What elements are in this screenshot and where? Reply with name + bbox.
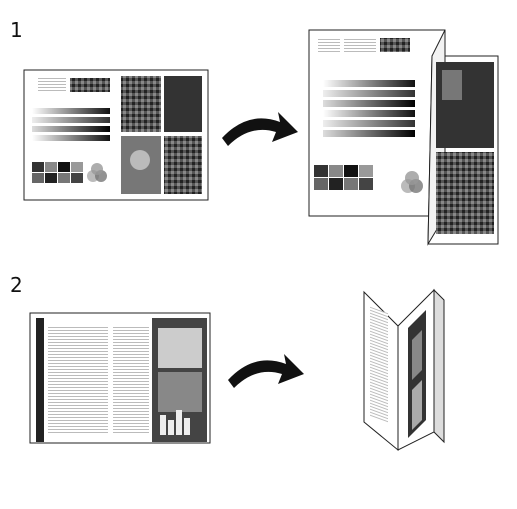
grayscale-gradient-bars	[32, 108, 110, 141]
step-number-2: 2	[10, 273, 23, 297]
portrait-document	[29, 312, 211, 444]
folded-document	[308, 29, 499, 246]
curved-arrow-icon	[228, 354, 304, 388]
tri-folded-document	[363, 288, 445, 452]
step-number-1: 1	[10, 18, 23, 42]
landscape-document	[23, 69, 209, 201]
curved-arrow-icon	[222, 112, 298, 146]
gray-swatches	[32, 162, 83, 183]
